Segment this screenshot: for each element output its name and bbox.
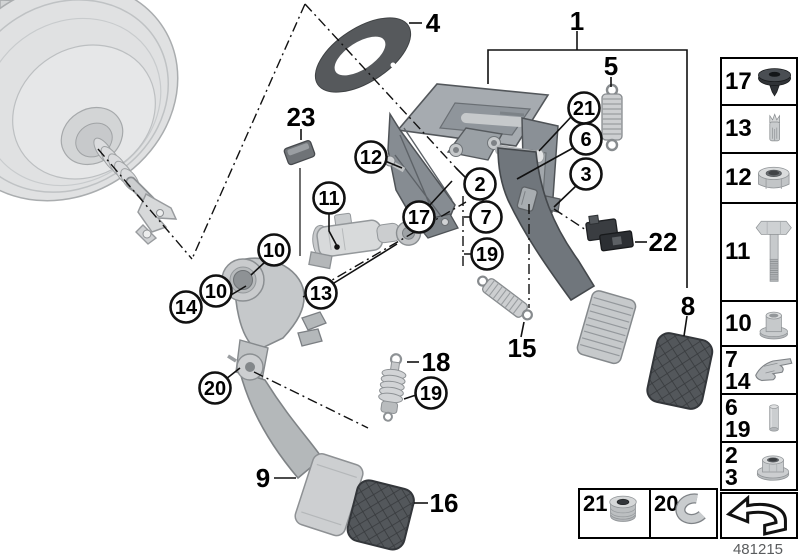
legend-box-10[interactable]: 10 — [720, 300, 798, 347]
svg-text:14: 14 — [175, 297, 198, 319]
callout-12[interactable]: 12 — [354, 140, 388, 174]
diagram-id: 481215 — [732, 541, 784, 558]
svg-text:10: 10 — [263, 240, 285, 262]
legend-number: 17 — [725, 67, 752, 95]
brake-pedal-plate — [576, 290, 637, 365]
svg-text:13: 13 — [310, 283, 332, 305]
plain-labels: 1 4 5 8 9 15 16 18 22 23 — [256, 6, 695, 518]
callout-17[interactable]: 17 — [402, 200, 436, 234]
extra-parts-legend: 21 20 — [578, 488, 718, 539]
svg-text:19: 19 — [420, 383, 442, 405]
rubber-pad-clutch-16 — [346, 479, 415, 551]
legend-box-21[interactable]: 21 — [578, 488, 651, 539]
label-16[interactable]: 16 — [430, 488, 459, 518]
blind-plug-icon — [758, 67, 792, 97]
expansion-rivet-icon — [769, 113, 780, 142]
callout-3[interactable]: 3 — [569, 157, 603, 191]
svg-text:7: 7 — [480, 207, 491, 229]
callout-21[interactable]: 21 — [567, 91, 601, 125]
dowel-pin-icon — [769, 404, 779, 432]
callout-19b[interactable]: 19 — [414, 376, 448, 410]
legend-box-11[interactable]: 11 — [720, 202, 798, 302]
label-22[interactable]: 22 — [649, 227, 678, 257]
c-clip-icon — [675, 493, 706, 525]
label-9[interactable]: 9 — [256, 463, 270, 493]
label-23[interactable]: 23 — [287, 102, 316, 132]
label-15[interactable]: 15 — [508, 333, 537, 363]
flange-nut-icon — [756, 455, 790, 481]
svg-text:6: 6 — [580, 129, 591, 151]
svg-text:12: 12 — [360, 147, 382, 169]
svg-text:17: 17 — [408, 207, 430, 229]
circled-callouts: 21 6 3 2 7 19 17 12 11 13 10 10 14 20 19 — [169, 91, 603, 410]
callout-2[interactable]: 2 — [463, 167, 497, 201]
label-4[interactable]: 4 — [426, 8, 441, 38]
legend-box-12[interactable]: 12 — [720, 152, 798, 204]
label-8[interactable]: 8 — [681, 291, 695, 321]
spring-hook-clip — [516, 186, 538, 212]
callout-6[interactable]: 6 — [569, 122, 603, 156]
rubber-pad-brake-8 — [646, 332, 714, 410]
svg-text:2: 2 — [474, 174, 485, 196]
leader-lines — [225, 22, 688, 504]
firewall-gasket — [314, 17, 412, 93]
legend-box-13[interactable]: 13 — [720, 104, 798, 154]
brake-booster — [0, 0, 179, 245]
spring-clip-icon — [755, 358, 793, 382]
callout-19[interactable]: 19 — [470, 237, 504, 271]
hex-nut-icon — [758, 166, 790, 189]
label-5[interactable]: 5 — [604, 51, 618, 81]
pedal-damper-18 — [378, 353, 407, 422]
callout-13[interactable]: 13 — [304, 276, 338, 310]
svg-text:19: 19 — [476, 244, 498, 266]
legend-box-20[interactable]: 20 — [649, 488, 718, 539]
hex-bolt-icon — [755, 220, 792, 282]
callout-20[interactable]: 20 — [198, 371, 232, 405]
next-diagram-button[interactable] — [720, 492, 798, 539]
page-arrow-icon — [725, 494, 787, 536]
svg-text:20: 20 — [204, 378, 226, 400]
grommet-icon — [609, 495, 637, 522]
svg-text:11: 11 — [318, 188, 339, 210]
legend-box-17[interactable]: 17 — [720, 57, 798, 106]
svg-text:21: 21 — [573, 98, 595, 120]
callout-7[interactable]: 7 — [469, 200, 503, 234]
callout-10b[interactable]: 10 — [199, 274, 233, 308]
brake-pedal — [497, 147, 637, 365]
hardware-legend: 17 13 12 11 — [720, 57, 798, 539]
label-18[interactable]: 18 — [422, 347, 451, 377]
clutch-pedal-plate — [294, 453, 364, 537]
svg-text:10: 10 — [205, 281, 227, 303]
return-spring-5 — [601, 83, 623, 152]
stop-light-switch-22 — [585, 214, 634, 252]
bump-stop-23 — [283, 140, 316, 166]
svg-text:3: 3 — [580, 164, 591, 186]
callout-11[interactable]: 11 — [312, 181, 346, 215]
assembly-axis-lines — [97, 3, 587, 429]
bushing-icon — [759, 311, 788, 339]
return-spring-15 — [477, 275, 533, 321]
callout-14[interactable]: 14 — [169, 290, 203, 324]
clutch-pedal — [221, 257, 364, 537]
label-1[interactable]: 1 — [570, 6, 584, 36]
callout-10a[interactable]: 10 — [257, 233, 291, 267]
